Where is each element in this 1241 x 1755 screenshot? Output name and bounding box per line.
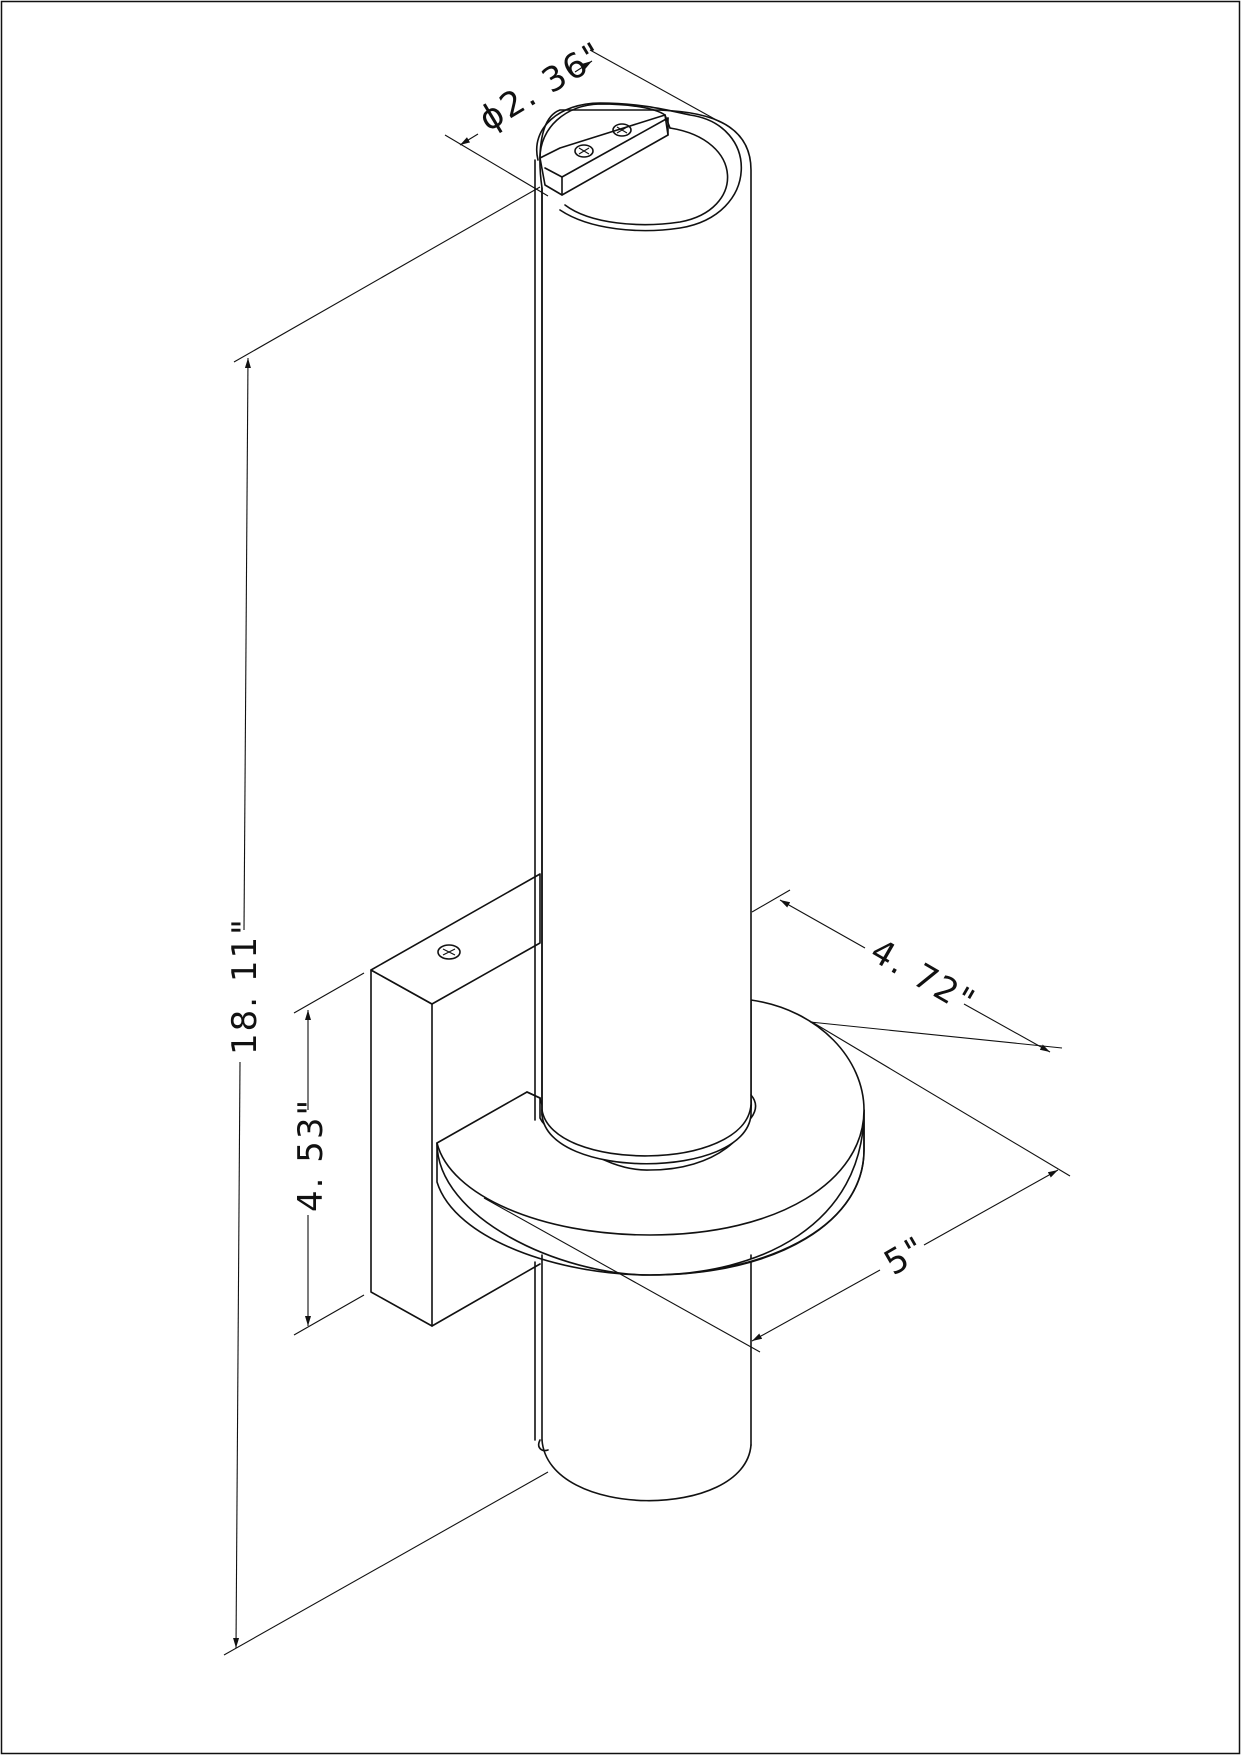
main-tube (534, 102, 757, 1165)
dimension-base-diameter-label: 5" (878, 1229, 934, 1284)
backplate (370, 873, 541, 1327)
dimension-projection-label: 4. 72" (864, 931, 983, 1023)
dimension-backplate-height: 4. 53" (291, 972, 365, 1336)
lower-tube (534, 1254, 752, 1502)
dimension-overall-height-label: 18. 11" (225, 917, 265, 1055)
dimension-overall-height: 18. 11" (223, 186, 549, 1656)
dimension-backplate-height-label: 4. 53" (291, 1098, 331, 1212)
base-disc (436, 999, 865, 1276)
